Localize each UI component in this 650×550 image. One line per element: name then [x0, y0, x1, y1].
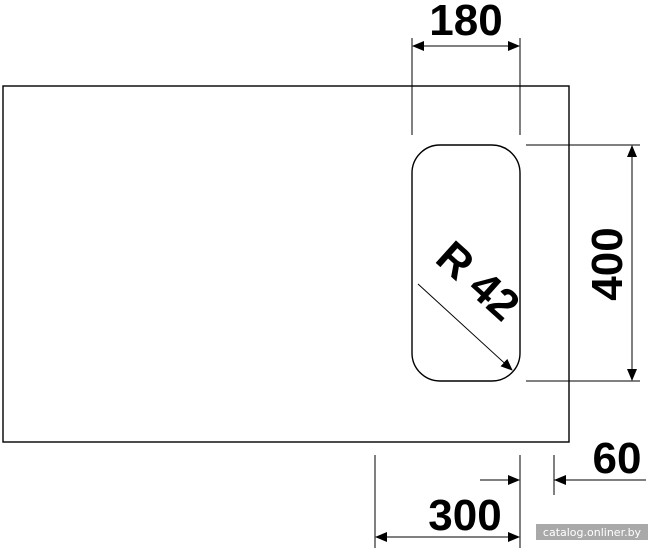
- bowl-height-dimension: 400: [526, 144, 640, 382]
- edge-offset-label: 60: [593, 434, 642, 483]
- watermark-background: [536, 524, 648, 540]
- watermark-text: catalog.onliner.by: [543, 526, 642, 539]
- countertop-outline: [2, 85, 570, 443]
- corner-radius-dimension: R 42: [417, 232, 529, 371]
- radius-leader-line: [417, 283, 513, 371]
- bowl-width-dimension: 180: [411, 0, 521, 135]
- bowl-height-label: 400: [583, 227, 632, 300]
- cabinet-width-label: 300: [428, 491, 501, 540]
- cabinet-width-dimension: 300: [374, 455, 521, 548]
- edge-offset-dimension: 60: [480, 434, 646, 495]
- bowl-width-label: 180: [429, 0, 502, 45]
- sink-bowl-outline: [411, 144, 521, 382]
- watermark: catalog.onliner.by: [536, 524, 648, 540]
- corner-radius-label: R 42: [427, 232, 529, 331]
